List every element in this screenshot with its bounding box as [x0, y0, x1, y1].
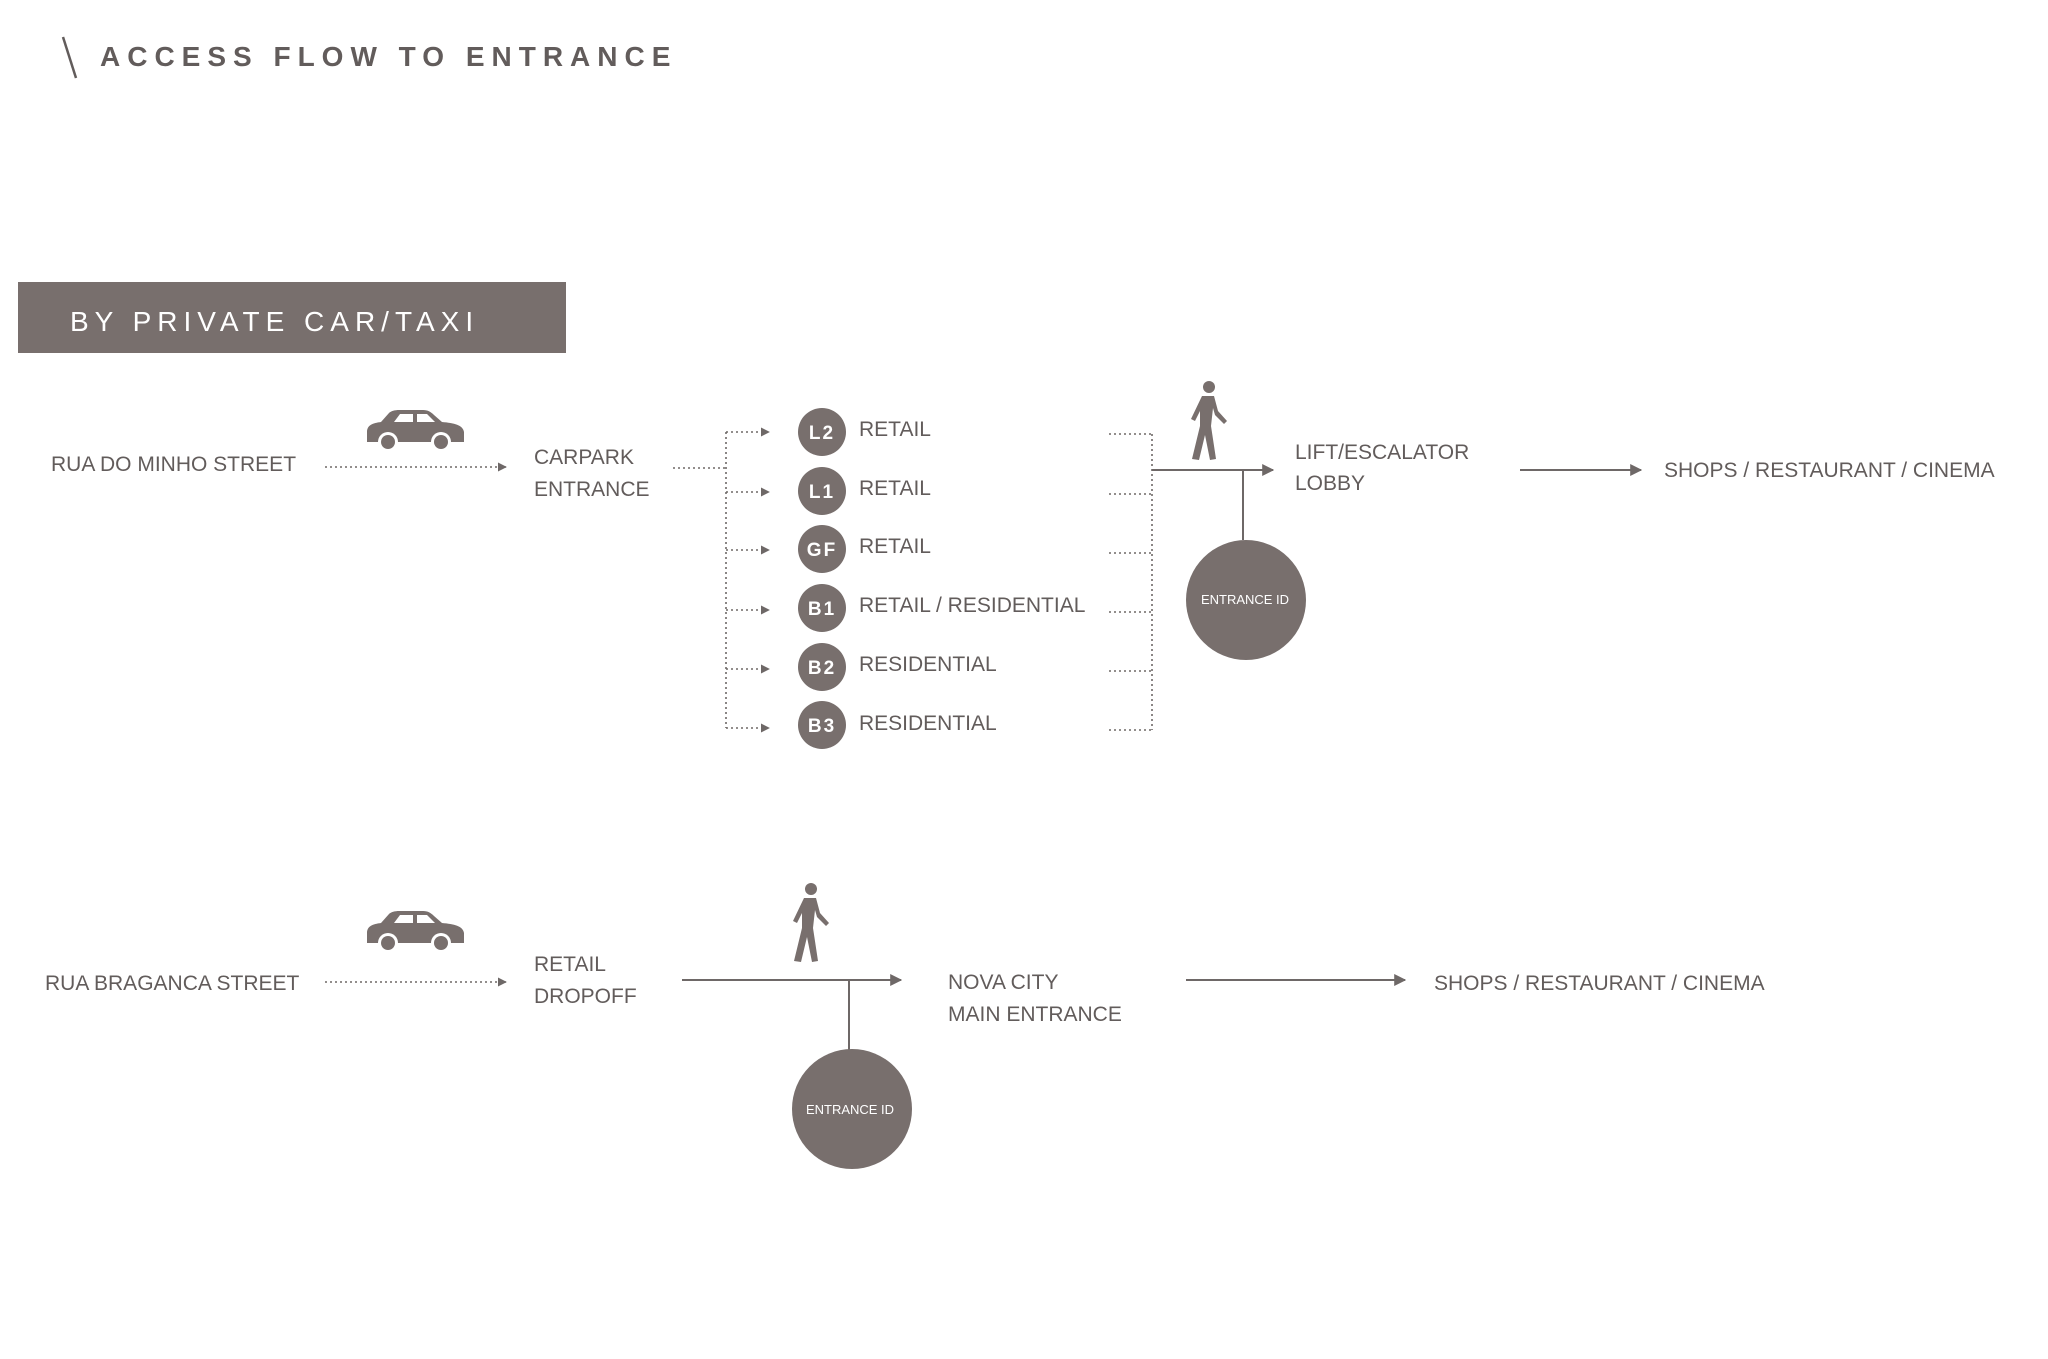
level-label-gf: RETAIL	[859, 535, 931, 558]
title-slash	[61, 36, 78, 79]
route2-entrance-id-label: ENTRANCE ID	[806, 1102, 894, 1117]
route-1: RUA DO MINHO STREET CARPARK ENTRANCE L2 …	[51, 381, 1995, 749]
level-badge-b3	[798, 701, 846, 749]
route2-dropoff-line2: DROPOFF	[534, 985, 637, 1008]
level-badge-gf	[798, 525, 846, 573]
level-badge-b2-text: B2	[808, 658, 836, 679]
level-label-b2: RESIDENTIAL	[859, 653, 997, 676]
car-icon	[367, 410, 464, 452]
route1-destination: SHOPS / RESTAURANT / CINEMA	[1664, 459, 1995, 482]
car-icon	[367, 911, 464, 953]
route2-entrance-line1: NOVA CITY	[948, 971, 1058, 994]
route1-lobby-line2: LOBBY	[1295, 472, 1365, 495]
level-badge-b2	[798, 643, 846, 691]
level-badge-b3-text: B3	[808, 716, 836, 737]
page-title: ACCESS FLOW TO ENTRANCE	[100, 41, 677, 72]
pedestrian-icon	[793, 883, 829, 962]
level-label-l1: RETAIL	[859, 477, 931, 500]
route1-lobby-line1: LIFT/ESCALATOR	[1295, 441, 1469, 464]
level-label-l2: RETAIL	[859, 418, 931, 441]
route2-entrance-id-circle	[792, 1049, 912, 1169]
route-2: RUA BRAGANCA STREET RETAIL DROPOFF ENTRA…	[45, 883, 1765, 1169]
pedestrian-icon	[1191, 381, 1227, 460]
route2-destination: SHOPS / RESTAURANT / CINEMA	[1434, 972, 1765, 995]
level-badge-b1-text: B1	[808, 599, 836, 620]
mode-banner	[18, 282, 566, 353]
level-label-b3: RESIDENTIAL	[859, 712, 997, 735]
level-badge-l2-text: L2	[809, 423, 835, 444]
route2-entrance-line2: MAIN ENTRANCE	[948, 1003, 1122, 1026]
route1-origin: RUA DO MINHO STREET	[51, 453, 296, 476]
level-label-b1: RETAIL / RESIDENTIAL	[859, 594, 1085, 617]
route2-dropoff-line1: RETAIL	[534, 953, 606, 976]
route1-entrance-id-label: ENTRANCE ID	[1201, 592, 1289, 607]
level-badge-gf-text: GF	[807, 540, 837, 561]
level-badge-l1-text: L1	[809, 482, 835, 503]
level-badge-l2	[798, 408, 846, 456]
route1-entrance-id-circle	[1186, 540, 1306, 660]
route2-origin: RUA BRAGANCA STREET	[45, 972, 300, 995]
level-badge-b1	[798, 584, 846, 632]
route1-carpark-line1: CARPARK	[534, 446, 634, 469]
mode-banner-label: BY PRIVATE CAR/TAXI	[70, 306, 479, 337]
route1-carpark-line2: ENTRANCE	[534, 478, 650, 501]
level-badge-l1	[798, 467, 846, 515]
